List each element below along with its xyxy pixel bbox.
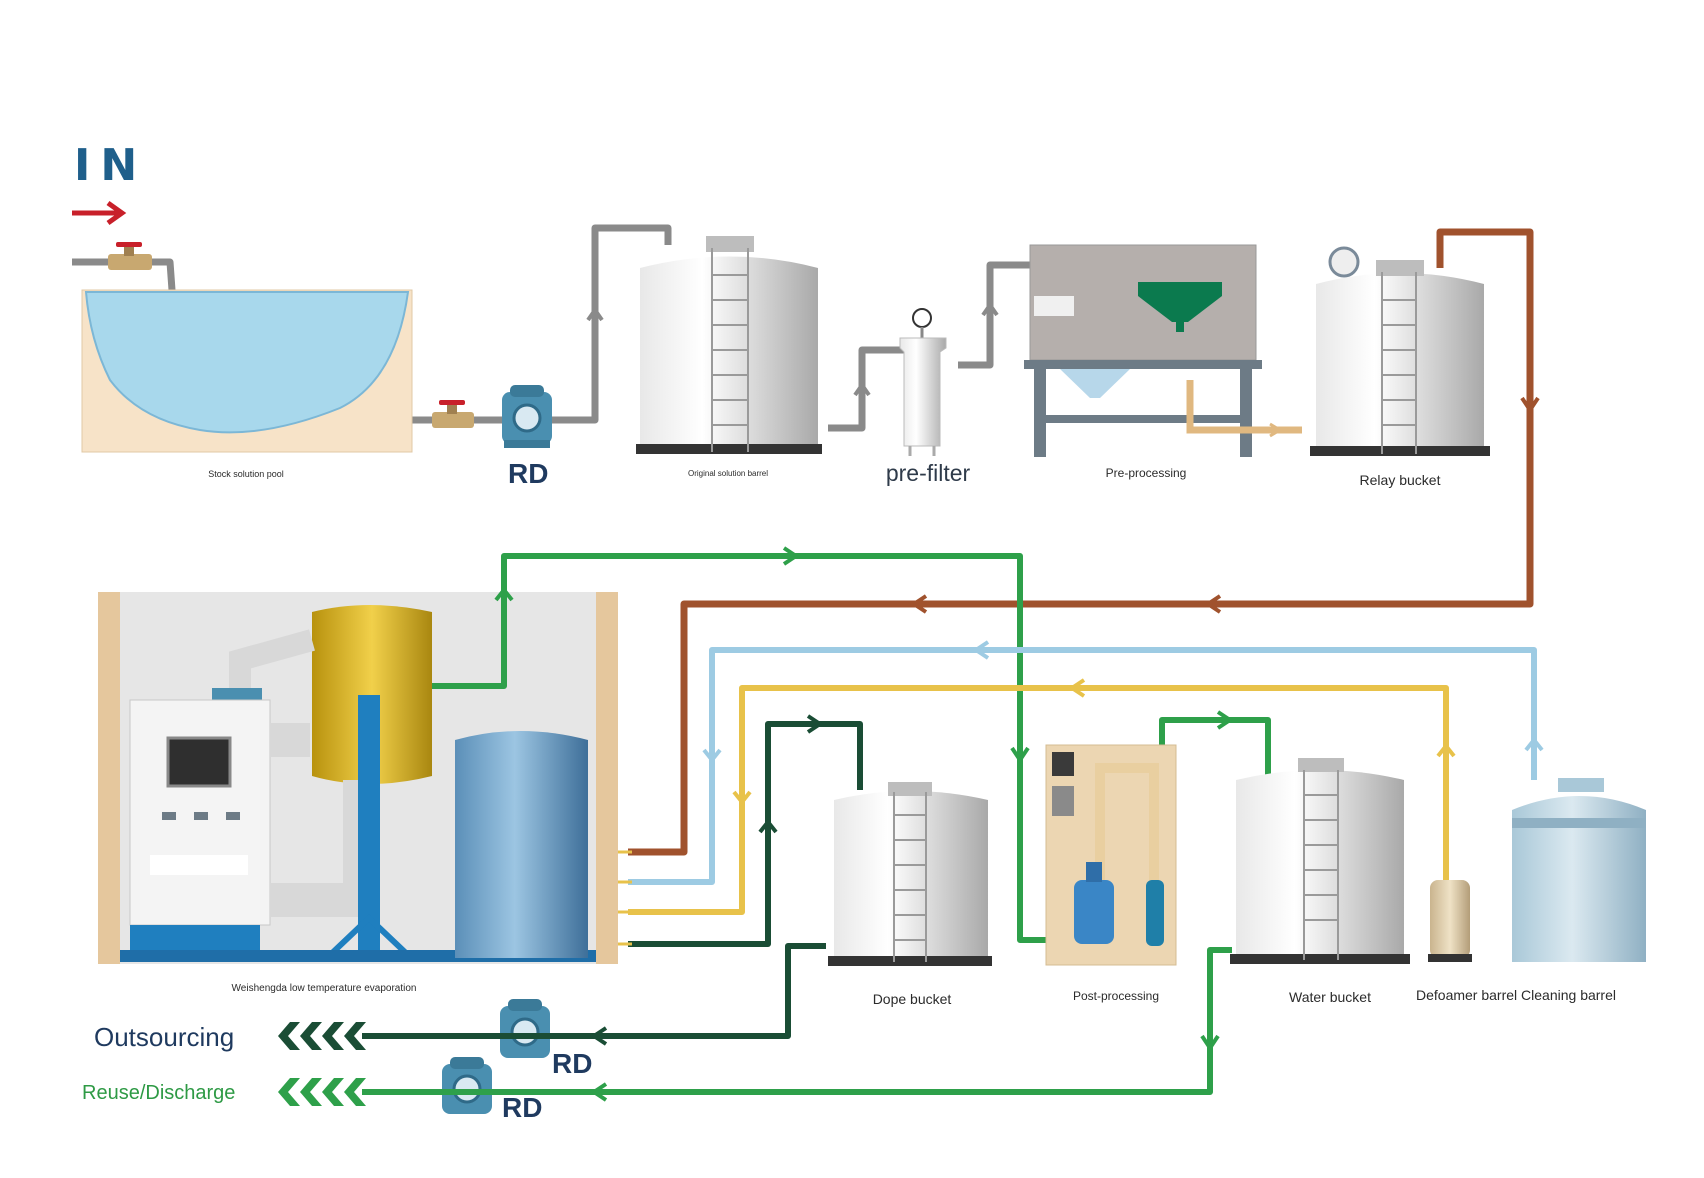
pump-top[interactable]	[502, 385, 552, 448]
gray-flow-arrows	[586, 301, 999, 397]
pool-outlet-valve	[432, 400, 474, 428]
outsourcing-chevrons	[278, 1022, 366, 1050]
dark-green-flow	[590, 714, 824, 1046]
defoamer-barrel	[1428, 880, 1472, 962]
evaporator-unit	[98, 592, 618, 964]
yellow-flow	[732, 678, 1456, 806]
pump-reuse-label: RD	[502, 1092, 543, 1123]
original-solution-barrel	[636, 236, 822, 454]
post-processing-unit	[1045, 744, 1177, 966]
pre-processing-unit	[1024, 244, 1302, 457]
pump-top-label: RD	[508, 458, 549, 489]
green-pipe-evap-top	[432, 553, 1046, 943]
outsourcing-label: Outsourcing	[94, 1022, 235, 1052]
evaporator-outlets	[618, 850, 632, 946]
reuse-chevrons	[278, 1078, 366, 1106]
green-pipe-evap-flow	[494, 546, 1030, 764]
preprocessing-label: Pre-processing	[1105, 466, 1187, 480]
pump-outsourcing[interactable]	[500, 999, 550, 1058]
in-label: IN	[74, 140, 148, 191]
evaporator-label: Weishengda low temperature evaporation	[231, 983, 417, 994]
original-barrel-label: Original solution barrel	[687, 469, 769, 478]
green-pipe-post-flow	[590, 710, 1234, 1102]
postprocessing-label: Post-processing	[1072, 989, 1160, 1003]
green-pipe-post	[362, 717, 1271, 1095]
pump-outsourcing-label: RD	[552, 1048, 593, 1079]
stock-solution-pool	[81, 289, 413, 453]
dark-green-pipe	[362, 721, 863, 1039]
cleaning-barrel	[1512, 778, 1646, 962]
light-blue-flow	[702, 640, 1544, 764]
water-bucket-label: Water bucket	[1289, 989, 1371, 1005]
in-arrow	[72, 200, 127, 226]
yellow-pipe	[628, 685, 1449, 915]
water-bucket	[1230, 758, 1410, 964]
inlet-valve	[108, 242, 152, 270]
prefilter-label: pre-filter	[885, 460, 971, 486]
relay-bucket	[1310, 246, 1490, 456]
brown-pipe	[628, 228, 1534, 856]
light-blue-pipe	[628, 647, 1537, 885]
dope-bucket	[828, 782, 992, 966]
pre-filter	[899, 308, 947, 456]
stock-pool-label: Stock solution pool	[208, 469, 284, 479]
defoamer-cleaning-label: Defoamer barrel Cleaning barrel	[1416, 987, 1616, 1003]
reuse-discharge-label: Reuse/Discharge	[82, 1082, 236, 1104]
relay-bucket-label: Relay bucket	[1359, 472, 1441, 488]
dope-bucket-label: Dope bucket	[872, 991, 952, 1007]
pump-reuse[interactable]	[442, 1057, 492, 1114]
brown-flow-arrows	[910, 396, 1540, 614]
